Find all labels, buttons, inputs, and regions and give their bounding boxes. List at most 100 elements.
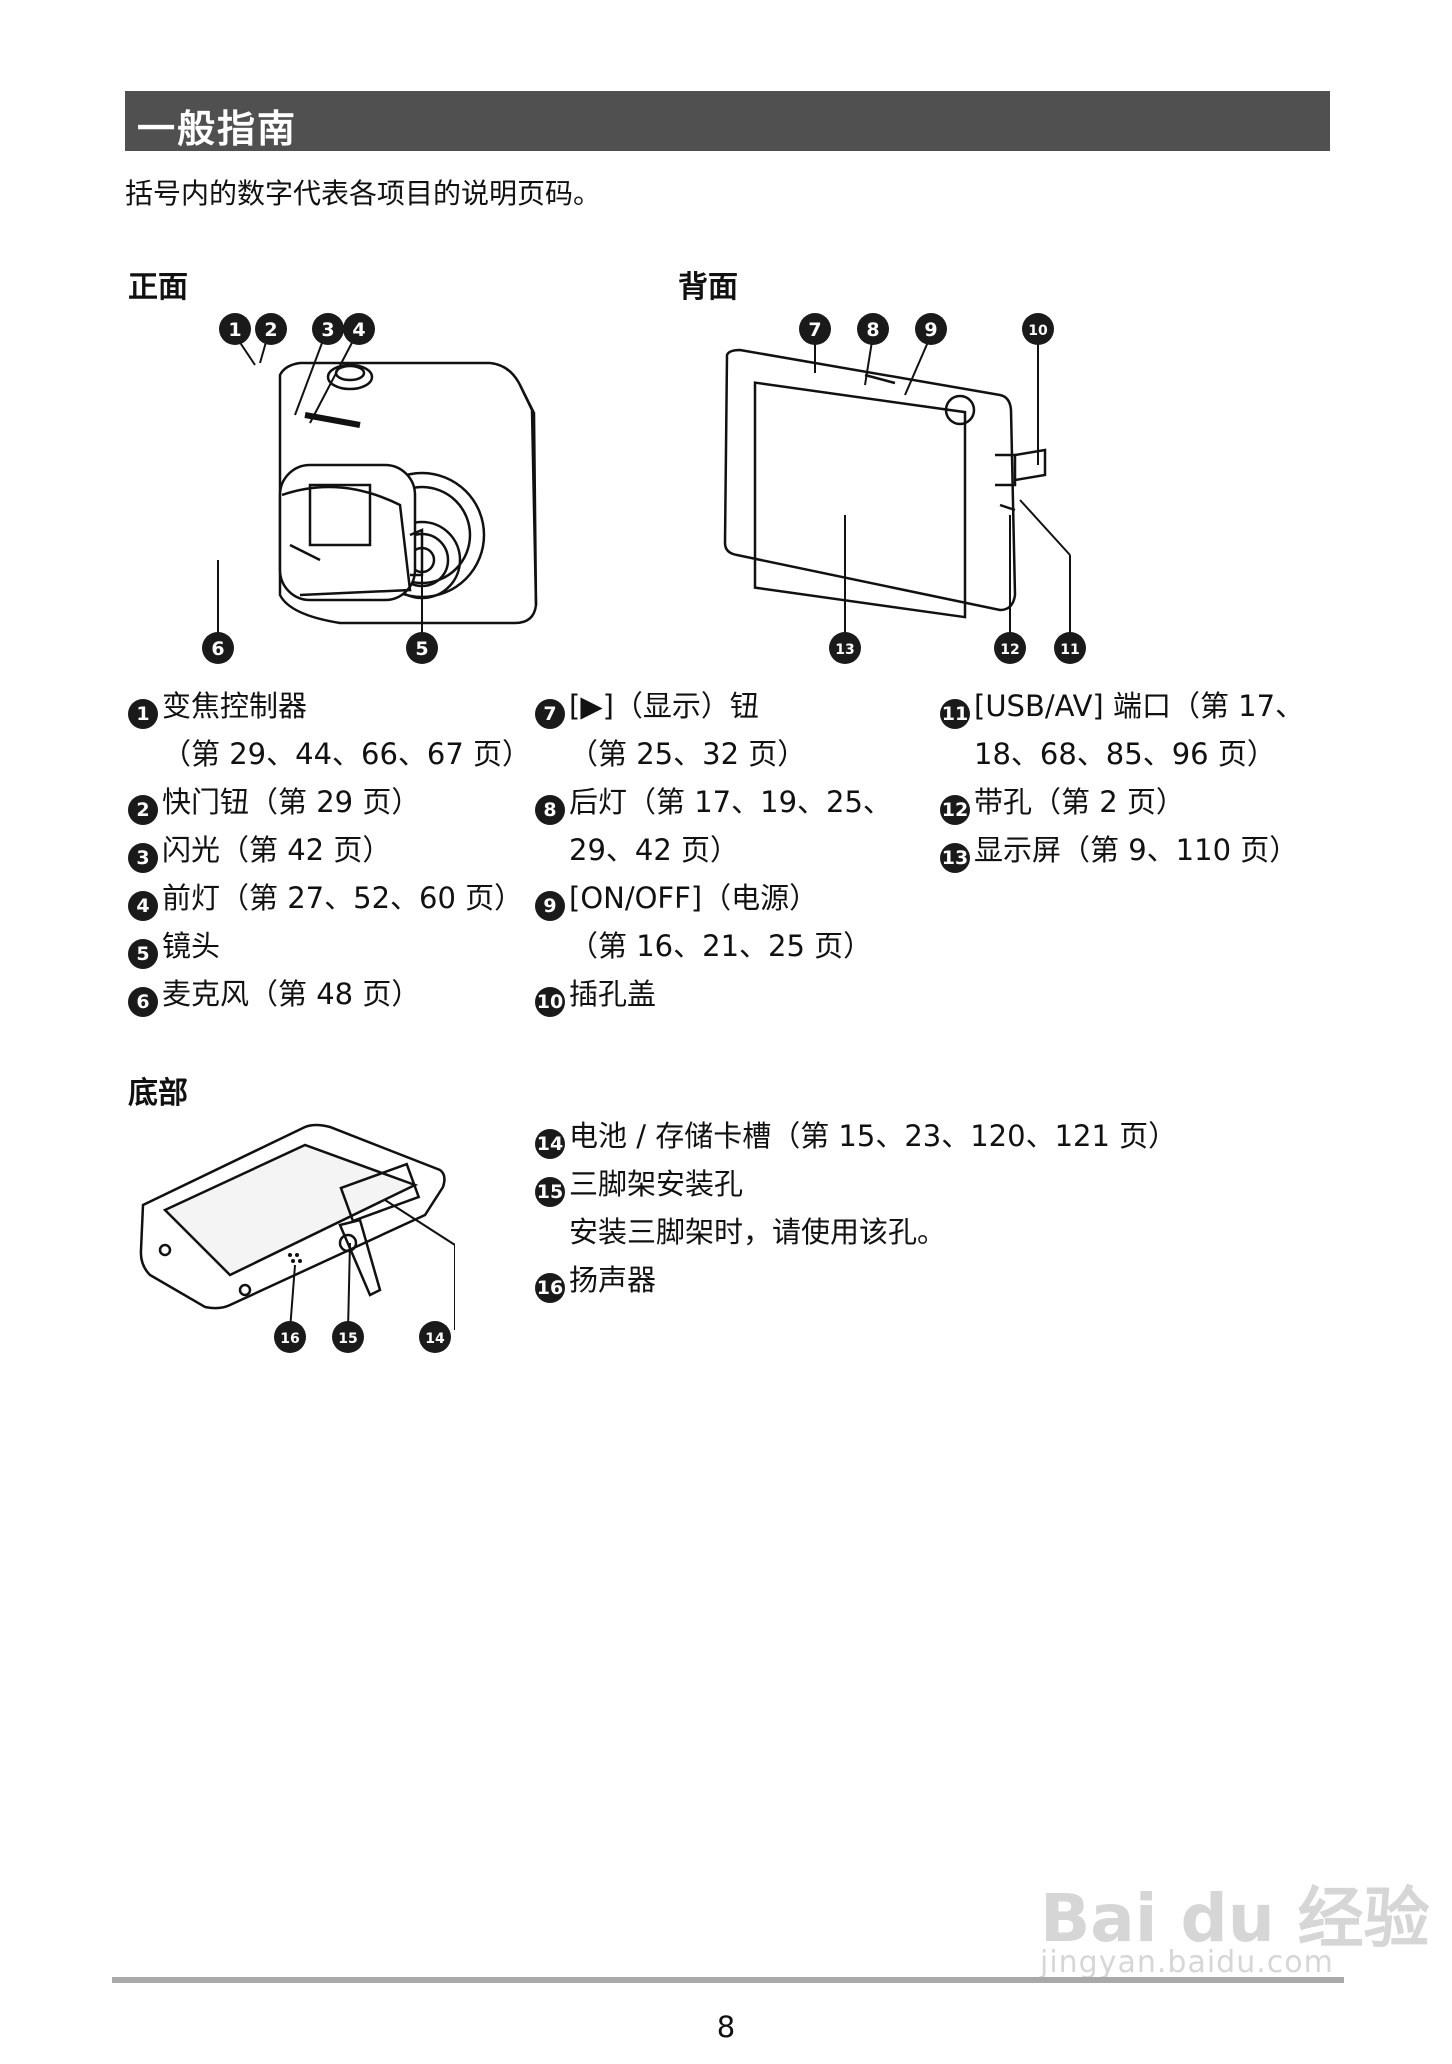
- item-text: 麦克风（第 48 页）: [162, 977, 421, 1011]
- list-item: 9[ON/OFF]（电源）: [535, 874, 892, 922]
- item-number: 1: [128, 699, 158, 729]
- item-text: 显示屏（第 9、110 页）: [974, 833, 1299, 867]
- list-item: 7[▶]（显示）钮: [535, 682, 892, 730]
- item-text: 三脚架安装孔: [569, 1167, 744, 1201]
- callout-label: 11: [1060, 642, 1079, 658]
- callout-5: 5: [406, 632, 438, 664]
- section-title: 一般指南: [137, 107, 298, 151]
- item-sub: 安装三脚架时，请使用该孔。: [569, 1215, 947, 1249]
- item-number: 12: [940, 795, 970, 825]
- item-number: 9: [535, 891, 565, 921]
- callout-label: 4: [352, 319, 365, 341]
- callout-label: 7: [808, 319, 821, 341]
- item-number: 3: [128, 843, 158, 873]
- callout-3: 3: [312, 313, 344, 345]
- item-text: 后灯（第 17、19、25、: [569, 785, 892, 819]
- item-text: 扬声器: [569, 1263, 657, 1297]
- callout-label: 14: [425, 1331, 445, 1347]
- callout-10: 10: [1022, 313, 1054, 345]
- intro-text: 括号内的数字代表各项目的说明页码。: [125, 177, 602, 210]
- item-number: 6: [128, 987, 158, 1017]
- callout-4: 4: [343, 313, 375, 345]
- item-text: 带孔（第 2 页）: [974, 785, 1185, 819]
- callout-6: 6: [202, 632, 234, 664]
- callout-7: 7: [799, 313, 831, 345]
- item-text: 闪光（第 42 页）: [162, 833, 392, 867]
- item-number: 15: [535, 1177, 565, 1207]
- callout-9: 9: [915, 313, 947, 345]
- item-text: 镜头: [162, 929, 221, 963]
- front-camera-illustration: 1 2 3 4 5 6: [202, 313, 538, 664]
- item-text: 前灯（第 27、52、60 页）: [162, 881, 524, 915]
- callout-label: 6: [211, 638, 224, 660]
- item-number: 5: [128, 939, 158, 969]
- callout-label: 1: [228, 319, 241, 341]
- item-number: 16: [535, 1273, 565, 1303]
- watermark-url: jingyan.baidu.com: [1040, 1945, 1334, 1980]
- callout-label: 13: [835, 642, 854, 658]
- item-number: 4: [128, 891, 158, 921]
- page-number: 8: [716, 2010, 736, 2044]
- list-item: 11[USB/AV] 端口（第 17、: [940, 682, 1304, 730]
- item-number: 10: [535, 987, 565, 1017]
- section-header-bar: [125, 91, 1330, 151]
- item-number: 14: [535, 1129, 565, 1159]
- watermark-logo: Bai du 经验: [1040, 1880, 1430, 1957]
- item-text: 变焦控制器: [162, 689, 308, 723]
- bottom-camera-illustration: 16 15 14: [139, 1123, 455, 1353]
- callout-1: 1: [219, 313, 251, 345]
- item-number: 2: [128, 795, 158, 825]
- back-camera-illustration: 7 8 9 10 13 12 11: [723, 313, 1086, 664]
- item-sub: （第 29、44、66、67 页）: [162, 737, 532, 771]
- item-number: 11: [940, 699, 970, 729]
- item-number: 7: [535, 699, 565, 729]
- item-number: 13: [940, 843, 970, 873]
- item-sub: 18、68、85、96 页）: [974, 737, 1276, 771]
- callout-label: 3: [321, 319, 334, 341]
- callout-label: 9: [924, 319, 937, 341]
- callout-2: 2: [255, 313, 287, 345]
- item-text: 插孔盖: [569, 977, 657, 1011]
- callout-12: 12: [994, 632, 1026, 664]
- callout-13: 13: [829, 632, 861, 664]
- callout-16: 16: [274, 1321, 306, 1353]
- front-heading: 正面: [128, 270, 188, 305]
- back-heading: 背面: [678, 270, 738, 305]
- callout-14: 14: [419, 1321, 451, 1353]
- callout-15: 15: [332, 1321, 364, 1353]
- callout-label: 15: [338, 1331, 357, 1347]
- item-text: [ON/OFF]（电源）: [569, 881, 819, 915]
- item-sub: （第 16、21、25 页）: [569, 929, 873, 963]
- footer-divider: [112, 1977, 1344, 1983]
- callout-label: 10: [1028, 323, 1048, 339]
- item-number: 8: [535, 795, 565, 825]
- item-text: 快门钮（第 29 页）: [162, 785, 421, 819]
- item-text: 电池 / 存储卡槽（第 15、23、120、121 页）: [569, 1119, 1178, 1153]
- bottom-heading: 底部: [128, 1076, 188, 1111]
- item-sub: （第 25、32 页）: [569, 737, 807, 771]
- callout-label: 12: [1000, 642, 1019, 658]
- callout-label: 16: [280, 1331, 299, 1347]
- callout-label: 2: [264, 319, 277, 341]
- callout-11: 11: [1054, 632, 1086, 664]
- item-text: [▶]（显示）钮: [569, 689, 759, 723]
- callout-8: 8: [857, 313, 889, 345]
- item-text: [USB/AV] 端口（第 17、: [974, 689, 1305, 723]
